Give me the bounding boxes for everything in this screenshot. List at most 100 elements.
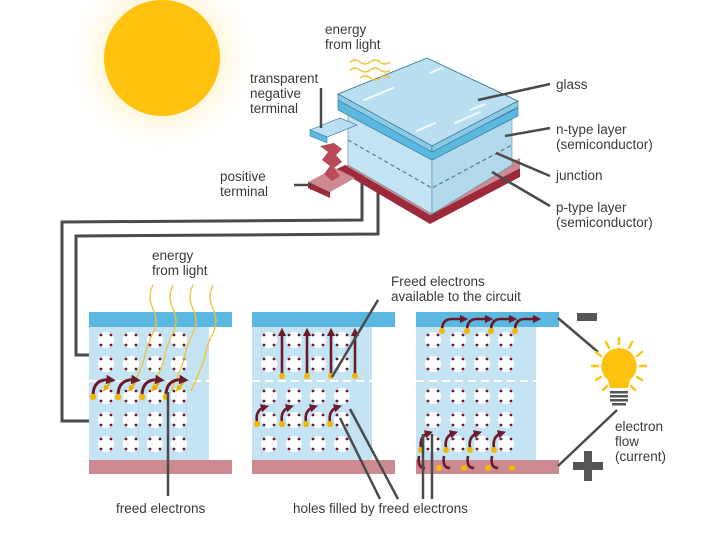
atom xyxy=(98,332,114,348)
light-wave-icon xyxy=(349,59,391,81)
light-wave xyxy=(130,284,157,392)
lightbulb-icon xyxy=(590,336,648,406)
light-wave xyxy=(190,284,217,392)
atom xyxy=(286,332,302,348)
atom xyxy=(334,436,350,452)
atom xyxy=(171,332,187,348)
atom xyxy=(261,412,277,428)
atom xyxy=(98,388,114,404)
atom xyxy=(147,412,163,428)
return-arrow xyxy=(490,455,499,470)
electron-jump-arrow xyxy=(140,374,165,397)
atom xyxy=(147,436,163,452)
atom xyxy=(474,388,490,404)
junction-label: junction xyxy=(556,168,603,183)
atom xyxy=(123,356,139,372)
freed-electrons-label: freed electrons xyxy=(116,501,206,516)
panels-group xyxy=(89,284,559,474)
freed-electron xyxy=(352,373,358,379)
p-type-base xyxy=(310,165,520,224)
freed-electrons-available-label: Freed electrons available to the circuit xyxy=(391,274,521,304)
p-type-layer xyxy=(252,460,395,474)
hole-fill-arrow xyxy=(468,430,482,449)
light-wave xyxy=(170,284,197,392)
freed-electron xyxy=(279,373,285,379)
atom xyxy=(498,356,514,372)
atom xyxy=(450,356,466,372)
energy-from-light-label-panel: energy from light xyxy=(152,248,208,278)
junction-line xyxy=(347,139,513,189)
atom xyxy=(498,412,514,428)
atom xyxy=(498,332,514,348)
electron xyxy=(254,421,260,427)
panel-light-absorption xyxy=(89,312,232,474)
electron xyxy=(485,465,491,471)
electron xyxy=(443,447,449,453)
hole-fill-arrow xyxy=(328,404,342,423)
electron-jump-arrow xyxy=(91,374,116,397)
atom xyxy=(286,412,302,428)
atom xyxy=(123,436,139,452)
return-arrow xyxy=(442,455,451,470)
electron xyxy=(303,421,309,427)
atom xyxy=(261,332,277,348)
electron-out-arrow xyxy=(513,314,542,331)
atom xyxy=(334,332,350,348)
atom xyxy=(123,388,139,404)
panel-current-flow xyxy=(416,312,559,474)
atom xyxy=(425,412,441,428)
electron xyxy=(327,421,333,427)
electron xyxy=(464,328,470,334)
electron xyxy=(436,465,442,471)
glass-label: glass xyxy=(556,77,588,92)
n-type-layer-label: n-type layer (semiconductor) xyxy=(556,122,653,152)
electron xyxy=(439,328,445,334)
atom xyxy=(286,436,302,452)
freed-electron xyxy=(114,393,122,401)
sun-icon xyxy=(62,0,262,158)
electron xyxy=(488,328,494,334)
atom xyxy=(450,388,466,404)
electron-jump-arrow xyxy=(116,374,141,397)
p-type-layer-label: p-type layer (semiconductor) xyxy=(556,200,653,230)
atom xyxy=(474,436,490,452)
atom xyxy=(310,412,326,428)
atom xyxy=(310,436,326,452)
circuit-wires xyxy=(60,165,380,423)
electron xyxy=(467,447,473,453)
atom xyxy=(286,388,302,404)
p-type-layer xyxy=(89,460,232,474)
leader-lines-top xyxy=(294,82,551,208)
energy-from-light-label-top: energy from light xyxy=(325,22,381,52)
electron xyxy=(461,465,467,471)
freed-electron xyxy=(304,373,310,379)
freed-electron xyxy=(138,393,146,401)
light-wave xyxy=(150,284,177,392)
electron-out-arrow xyxy=(465,314,494,331)
atom xyxy=(450,332,466,348)
atom xyxy=(450,436,466,452)
atom xyxy=(98,412,114,428)
atom xyxy=(123,332,139,348)
atom xyxy=(474,412,490,428)
atom xyxy=(171,436,187,452)
n-type-layer xyxy=(89,312,232,327)
transparent-negative-terminal-label: transparent negative terminal xyxy=(250,71,319,116)
electron xyxy=(509,465,515,471)
electron-out-arrow xyxy=(489,314,518,331)
atom xyxy=(474,332,490,348)
leader-lines-bottom xyxy=(166,299,618,500)
atom xyxy=(425,332,441,348)
panel-electron-separation xyxy=(252,312,395,474)
atom xyxy=(286,356,302,372)
holes-filled-label: holes filled by freed electrons xyxy=(293,501,468,516)
atom xyxy=(261,388,277,404)
atom xyxy=(147,388,163,404)
atom xyxy=(334,388,350,404)
return-arrow xyxy=(466,455,475,470)
atom xyxy=(498,388,514,404)
hole-fill-arrow xyxy=(280,404,294,423)
minus-sign-icon xyxy=(577,313,597,321)
